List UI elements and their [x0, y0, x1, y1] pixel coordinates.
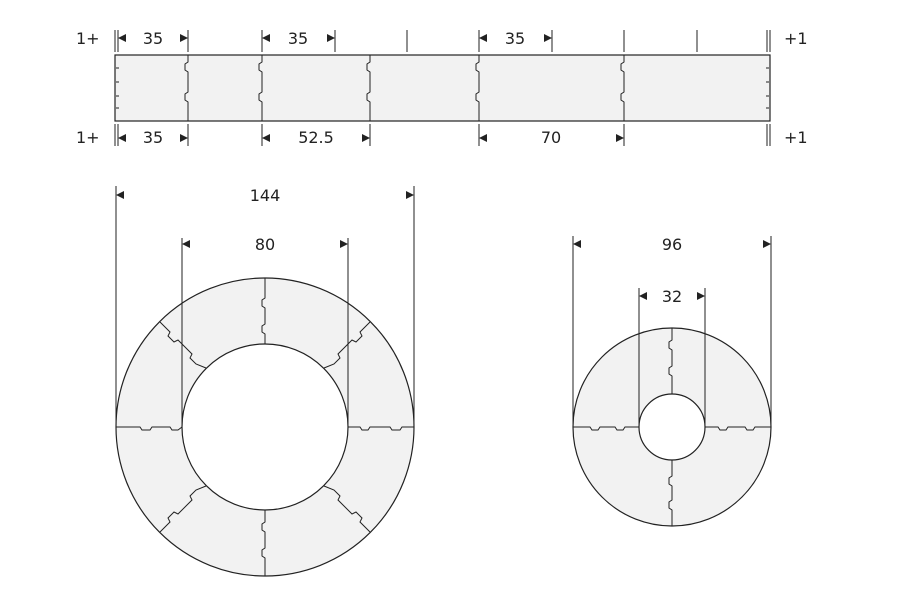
- strip-joint-3: [366, 55, 371, 121]
- large-ring-joint-bottom: [261, 510, 266, 576]
- small-ring-outer-dim: 96: [662, 235, 682, 254]
- strip-bottom-dim-1: 35: [143, 128, 163, 147]
- small-ring-joint-top: [668, 328, 673, 394]
- strip-joint-4: [475, 55, 480, 121]
- large-ring-joint-upper-right: [323, 321, 371, 369]
- small-ring-joint-right: [705, 426, 771, 431]
- small-ring-inner-dim: 32: [662, 287, 682, 306]
- strip-joint-2: [258, 55, 263, 121]
- strip-bottom-dim-2: 52.5: [298, 128, 334, 147]
- strip-group: 1+ +1 1+ +1 35 35 35 35 52.5 70: [76, 29, 808, 147]
- strip-top-dim-3: 35: [505, 29, 525, 48]
- strip-top-dimensions: [114, 30, 771, 52]
- small-ring-joint-bottom: [668, 460, 673, 526]
- large-ring-joint-right: [348, 426, 414, 431]
- large-ring-joint-upper-left: [159, 321, 207, 369]
- strip-joint-5: [620, 55, 625, 121]
- strip-end-left-marks: [116, 67, 119, 109]
- strip-end-right-marks: [766, 67, 769, 109]
- large-ring-joint-lower-left: [159, 485, 207, 533]
- strip-body: [114, 54, 771, 122]
- small-ring-group: 96 32: [572, 235, 772, 527]
- large-ring-joint-lower-right: [323, 485, 371, 533]
- strip-top-left-tag: 1+: [76, 29, 100, 48]
- large-ring-inner-dim: 80: [255, 235, 275, 254]
- large-ring-group: 144 80: [115, 186, 415, 577]
- large-ring-joint-left: [116, 426, 183, 431]
- strip-top-dim-2: 35: [288, 29, 308, 48]
- strip-top-dim-1: 35: [143, 29, 163, 48]
- strip-joint-1: [184, 55, 189, 121]
- strip-bottom-right-tag: +1: [784, 128, 808, 147]
- strip-bottom-dimensions: [114, 124, 771, 146]
- large-ring-inner: [181, 343, 349, 511]
- strip-bottom-left-tag: 1+: [76, 128, 100, 147]
- small-ring-inner: [638, 393, 706, 461]
- large-ring-joint-top: [261, 278, 266, 344]
- small-ring-joint-left: [573, 426, 639, 431]
- large-ring-outer-dim: 144: [250, 186, 281, 205]
- strip-bottom-dim-3: 70: [541, 128, 561, 147]
- strip-top-right-tag: +1: [784, 29, 808, 48]
